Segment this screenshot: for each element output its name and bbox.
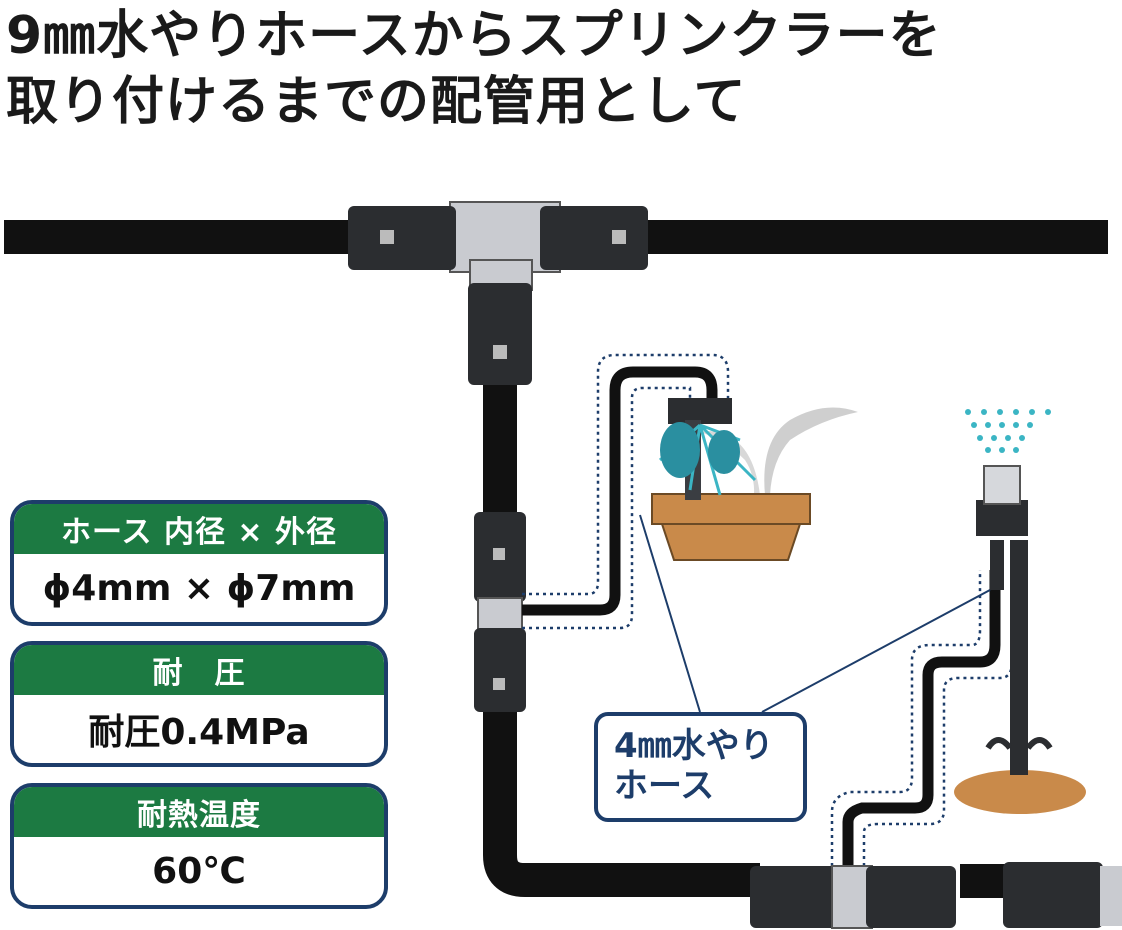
spec-label: ホース 内径 × 外径 xyxy=(14,504,384,554)
coupler-icon xyxy=(474,512,526,712)
branch-hose-sprinkler xyxy=(842,570,1001,880)
headline-line-2: 取り付けるまでの配管用として xyxy=(6,72,747,132)
spec-card-heat-resistance: 耐熱温度 60℃ xyxy=(10,783,388,909)
spec-value: 60℃ xyxy=(152,850,246,892)
callout-line-2: ホース xyxy=(614,766,715,806)
tee-fitting-icon xyxy=(348,201,648,385)
spec-value: 耐圧0.4MPa xyxy=(88,712,310,753)
micro-sprinkler-icon xyxy=(659,398,757,500)
spec-value: ϕ4mm × ϕ7mm xyxy=(42,567,356,609)
sprinkler-head-icon xyxy=(954,409,1086,814)
hose-callout: 4㎜水やり ホース xyxy=(594,712,807,822)
spec-label: 耐熱温度 xyxy=(14,787,384,837)
spec-card-pressure: 耐 圧 耐圧0.4MPa xyxy=(10,641,388,767)
spec-label: 耐 圧 xyxy=(14,645,384,695)
callout-line-1: 4㎜水やり xyxy=(614,726,774,766)
branch-hose-pot xyxy=(522,366,718,616)
callout-leader xyxy=(639,514,991,713)
spec-card-hose-diameter: ホース 内径 × 外径 ϕ4mm × ϕ7mm xyxy=(10,500,388,626)
plant-pot-icon xyxy=(651,407,858,561)
water-spray-icon xyxy=(965,409,1051,453)
coupler-icon xyxy=(750,862,1122,929)
main-hose-vertical xyxy=(483,330,760,897)
headline-line-1: 9㎜水やりホースからスプリンクラーを xyxy=(6,6,942,66)
